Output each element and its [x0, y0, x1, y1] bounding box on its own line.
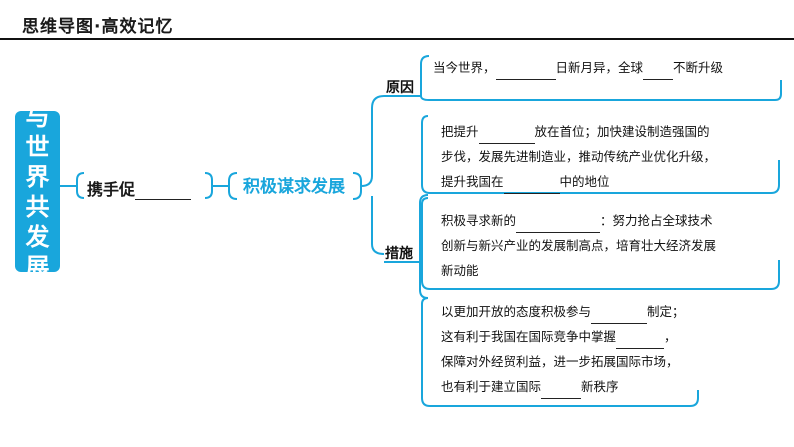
- branch-label-reason: 原因: [386, 80, 414, 96]
- side-title-char: 世: [25, 132, 50, 161]
- left-node: 携手促: [87, 176, 192, 200]
- reason-text: 当今世界， 日新月异，全球 不断升级: [433, 55, 723, 80]
- reason-blank-2: [643, 79, 674, 80]
- measure-1-frame: [421, 115, 780, 194]
- main-brace: [360, 95, 385, 255]
- branch-label-measures: 措施: [385, 246, 413, 262]
- page-header-title: 思维导图·高效记忆: [22, 17, 174, 37]
- measure-3-blank-2: [616, 348, 665, 349]
- measure-3-line3: 保障对外经贸利益，进一步拓展国际市场，: [441, 354, 679, 369]
- measure-3-line4-b: 新秩序: [581, 379, 619, 394]
- side-title-char: 发: [25, 222, 50, 251]
- measure-1-blank-2: [503, 193, 560, 194]
- center-node-label: 积极谋求发展: [243, 177, 345, 197]
- measure-1-line1-a: 把提升: [441, 124, 479, 139]
- measure-1-line1-b: 放在首位；加快建设制造强国的: [534, 124, 710, 139]
- measure-2-text: 积极寻求新的 ：努力抢占全球技术 创新与新兴产业的发展制高点，培育壮大经济发展 新…: [441, 208, 716, 283]
- measure-2-line1-b: ：努力抢占全球技术: [600, 213, 713, 228]
- side-title-char: 共: [25, 192, 50, 221]
- measure-3-line1-a: 以更加开放的态度积极参与: [441, 304, 592, 319]
- measure-3-blank-3: [541, 398, 582, 399]
- left-node-bracket: [76, 172, 85, 199]
- measure-1-line3-b: 中的地位: [559, 174, 610, 189]
- center-node-bracket-left: [228, 172, 238, 200]
- side-title-char: 展: [25, 252, 50, 281]
- side-title-char: 界: [25, 162, 50, 191]
- reason-text-c: 不断升级: [673, 60, 724, 75]
- measure-3-line2-b: ，: [664, 329, 677, 344]
- side-title: 与 世 界 共 发 展: [15, 103, 60, 281]
- measure-3-line4-a: 也有利于建立国际: [441, 379, 542, 394]
- measure-3-frame: [421, 297, 699, 407]
- measure-3-text: 以更加开放的态度积极参与 制定； 这有利于我国在国际竞争中掌握 ， 保障对外经贸利益…: [441, 299, 685, 399]
- reason-blank-1: [495, 79, 556, 80]
- side-title-char: 与: [25, 102, 50, 131]
- left-node-label: 携手促: [87, 180, 136, 199]
- measure-1-line2: 步伐，发展先进制造业，推动传统产业优化升级，: [441, 149, 717, 164]
- reason-text-b: 日新月异，全球: [555, 60, 644, 75]
- measure-2-line1-a: 积极寻求新的: [441, 213, 517, 228]
- measure-3-blank-1: [591, 323, 648, 324]
- measure-2-blank-1: [516, 232, 601, 233]
- measure-1-blank-1: [478, 143, 535, 144]
- measure-2-frame: [421, 197, 780, 290]
- reason-text-a: 当今世界，: [433, 60, 496, 75]
- header-rule: [0, 38, 794, 40]
- reason-bracket: [420, 55, 782, 101]
- measure-3-line1-b: 制定；: [647, 304, 685, 319]
- measure-2-line2: 创新与新兴产业的发展制高点，培育壮大经济发展: [441, 238, 717, 253]
- measure-1-text: 把提升 放在首位；加快建设制造强国的 步伐，发展先进制造业，推动传统产业优化升级，…: [441, 119, 716, 194]
- left-node-blank: [135, 199, 192, 200]
- measure-3-line2-a: 这有利于我国在国际竞争中掌握: [441, 329, 617, 344]
- left-node-bracket-right: [204, 172, 213, 199]
- measure-1-line3-a: 提升我国在: [441, 174, 504, 189]
- measure-2-line3: 新动能: [441, 263, 479, 278]
